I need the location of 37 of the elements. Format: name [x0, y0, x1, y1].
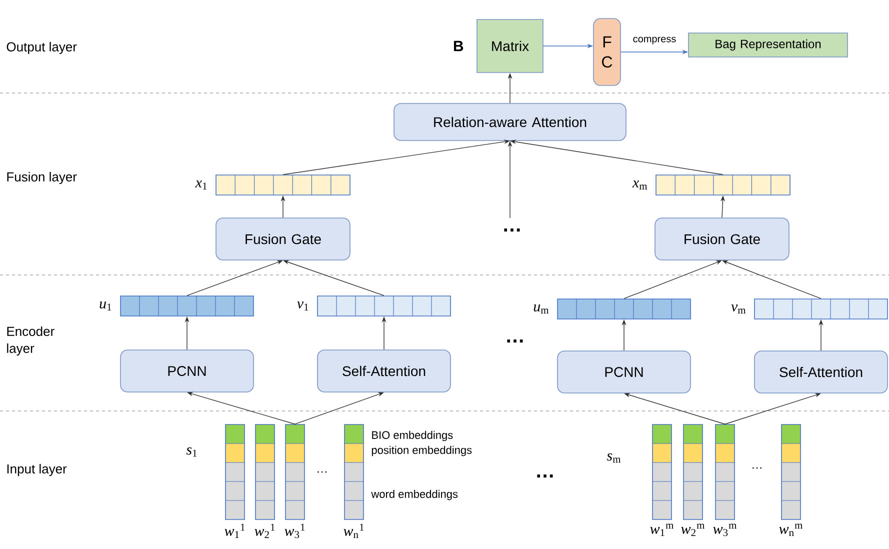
word-label: w$_{n}$1 — [344, 524, 364, 538]
process-box: Self-Attention — [317, 350, 451, 392]
process-box: PCNN — [557, 350, 691, 394]
ellipsis: … — [504, 228, 520, 232]
layer-label: Input layer — [7, 464, 67, 476]
word-label: w$_{3}$1 — [284, 524, 305, 538]
ellipsis: … — [507, 340, 523, 342]
vector-label: v$_{m}$ — [731, 304, 746, 314]
layer-label: Encoder layer — [7, 326, 54, 356]
word-label: w$_{2}$m — [681, 524, 705, 536]
word-label: w$_{3}$m — [713, 524, 737, 536]
fc-box: F C — [593, 18, 621, 86]
sentence-label: s$_{m}$ — [606, 453, 621, 463]
ellipsis: … — [537, 474, 553, 478]
word-label: w$_{2}$1 — [254, 524, 275, 538]
process-box: PCNN — [120, 350, 254, 392]
process-box: Self-Attention — [754, 350, 888, 394]
edge-label: compress — [632, 36, 678, 46]
ellipsis: … — [318, 471, 326, 473]
ellipsis: … — [752, 467, 762, 469]
output-box: Matrix — [476, 19, 544, 73]
output-box: Bag Representation — [688, 32, 848, 58]
word-label: w$_{n}$m — [779, 524, 803, 536]
vector-label: u$_{1}$ — [100, 301, 112, 311]
matrix-label: B — [454, 40, 464, 52]
process-box: Fusion Gate — [216, 218, 350, 260]
process-box: Relation-aware Attention — [394, 103, 626, 141]
process-box: Fusion Gate — [654, 218, 790, 260]
word-label: w$_{1}$1 — [224, 524, 245, 538]
word-label: w$_{1}$m — [650, 524, 674, 536]
vector-label: u$_{m}$ — [534, 304, 549, 314]
layer-label: Output layer — [6, 42, 77, 54]
layer-label: Fusion layer — [7, 172, 77, 184]
vector-label: x$_{m}$ — [632, 180, 648, 190]
vector-label: v$_{1}$ — [297, 301, 308, 311]
sentence-label: s$_{1}$ — [186, 447, 197, 457]
vector-label: x$_{1}$ — [195, 180, 207, 190]
